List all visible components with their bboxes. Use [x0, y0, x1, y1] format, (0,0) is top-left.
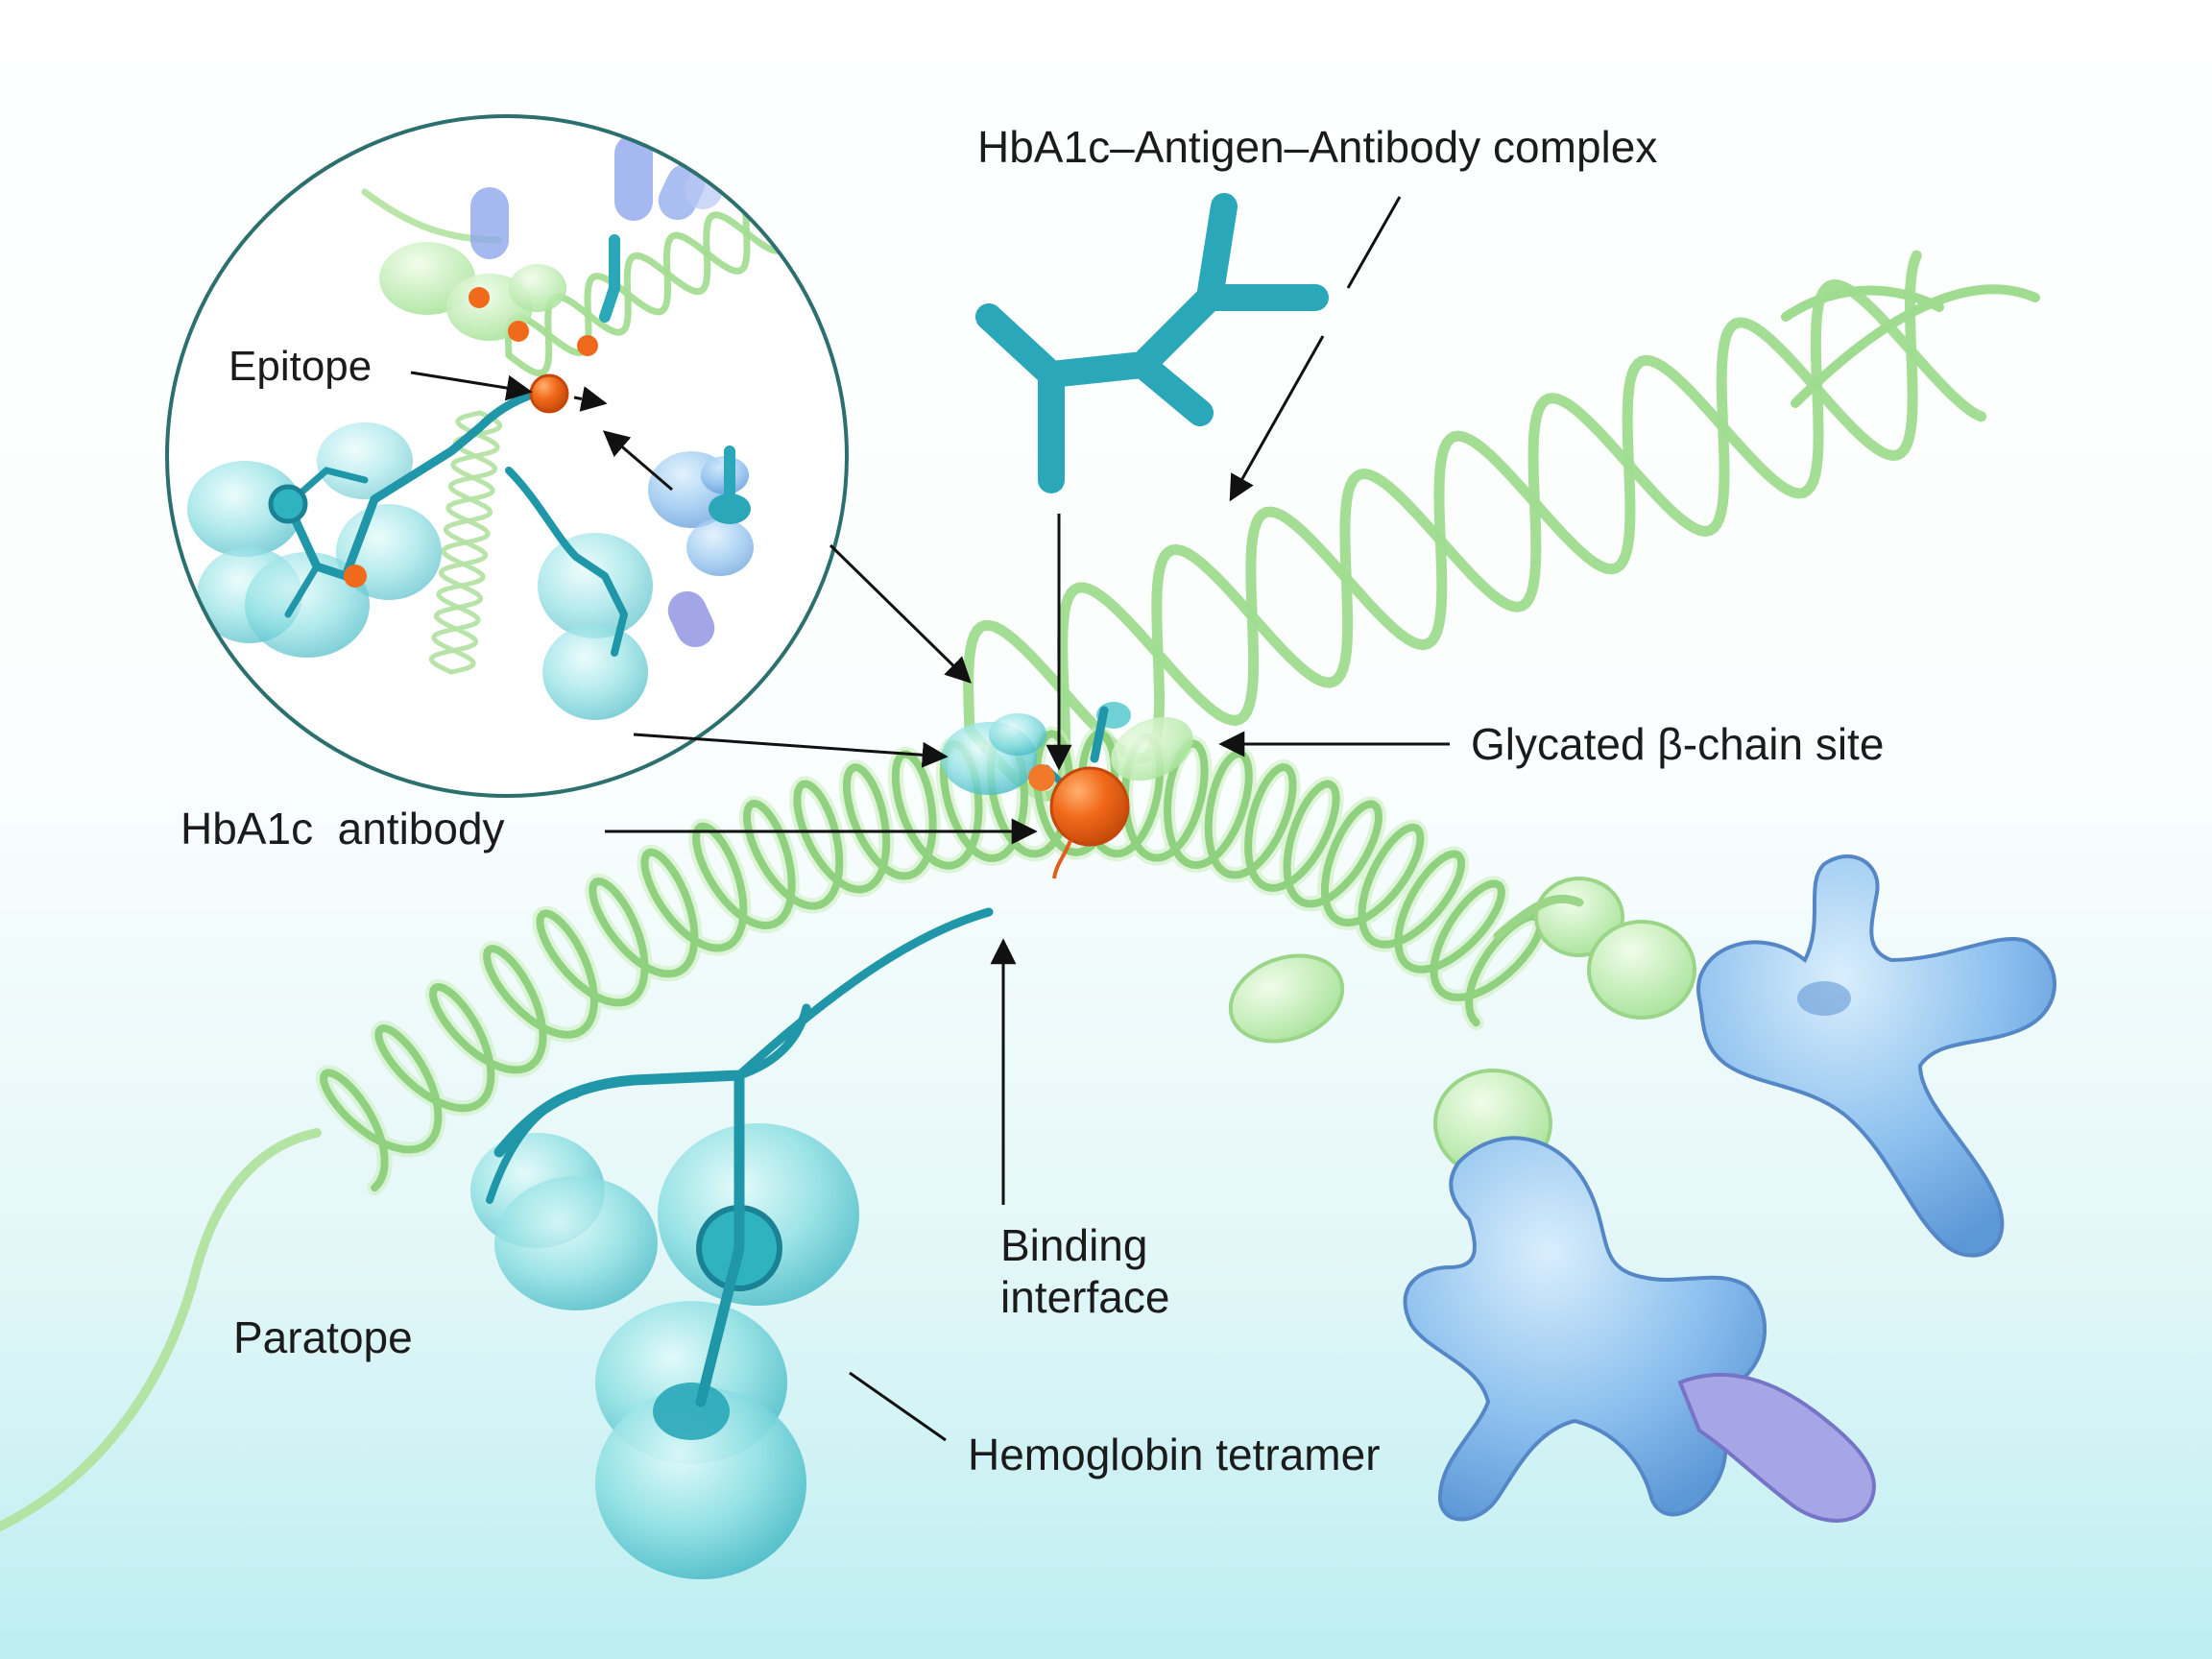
epitope-arrow [410, 371, 533, 401]
hemoglobin-line [849, 1371, 947, 1442]
strand-left [0, 1128, 322, 1531]
hemoglobin-tetramer-label: Hemoglobin tetramer [968, 1430, 1381, 1479]
epitope-dash [573, 386, 608, 412]
inset-zoom [165, 114, 849, 798]
complex-label: HbA1c–Antigen–Antibody complex [977, 122, 1658, 172]
glycated-site-label: Glycated β-chain site [1471, 719, 1885, 769]
epitope-label: Epitope [228, 343, 373, 390]
complex-line-upper [1346, 196, 1402, 289]
binding-interface-label: Binding interface [1000, 1220, 1170, 1323]
paratope-label: Paratope [233, 1312, 413, 1362]
inset-arrow-lower [829, 543, 972, 684]
leader-lines [410, 196, 1450, 1442]
free-antibody [975, 193, 1329, 493]
hemoglobin-tetramer [1403, 854, 2056, 1523]
complex-arrow [1229, 335, 1325, 502]
hba1c-antibody-label: HbA1c antibody [180, 804, 505, 854]
inset-arrow-diag [602, 430, 673, 492]
arched-coil [315, 726, 1549, 1196]
binding-cluster [941, 702, 1193, 879]
inset-arrow-bottom [633, 733, 949, 768]
paratope-antibody [470, 907, 994, 1579]
